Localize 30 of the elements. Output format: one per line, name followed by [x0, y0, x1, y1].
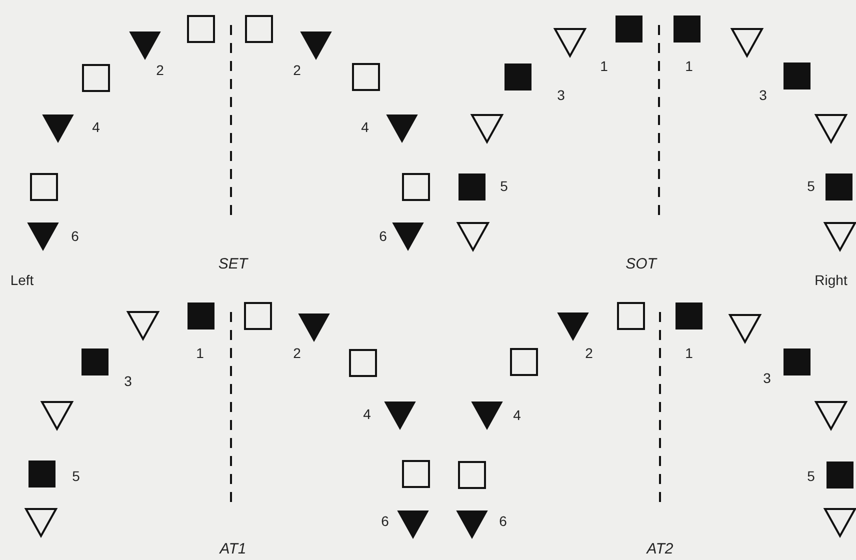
- condition-label: SET: [218, 256, 248, 272]
- side-label: Right: [814, 273, 848, 287]
- position-number: 1: [600, 59, 608, 73]
- position-number: 3: [124, 374, 132, 388]
- position-number: 1: [685, 346, 693, 360]
- position-number: 1: [196, 346, 204, 360]
- position-number: 4: [363, 407, 371, 421]
- position-number: 6: [381, 514, 389, 528]
- position-number: 3: [759, 88, 767, 102]
- position-number: 4: [361, 120, 369, 134]
- position-number: 5: [72, 469, 80, 483]
- position-number: 1: [685, 59, 693, 73]
- position-number: 6: [499, 514, 507, 528]
- position-number: 4: [92, 120, 100, 134]
- condition-label: AT2: [646, 542, 674, 556]
- position-number: 2: [156, 63, 164, 77]
- position-number: 2: [293, 346, 301, 360]
- condition-label: AT1: [220, 542, 246, 556]
- position-number: 3: [557, 88, 565, 102]
- position-number: 4: [513, 408, 521, 422]
- position-number: 6: [71, 229, 79, 243]
- position-number: 3: [763, 371, 771, 385]
- position-number: 6: [379, 229, 387, 243]
- position-number: 2: [585, 346, 593, 360]
- condition-label: SOT: [626, 256, 656, 272]
- position-number: 2: [293, 63, 301, 77]
- position-number: 5: [500, 179, 508, 193]
- position-number: 5: [807, 469, 815, 483]
- side-label: Left: [10, 273, 34, 287]
- position-number: 5: [807, 179, 815, 193]
